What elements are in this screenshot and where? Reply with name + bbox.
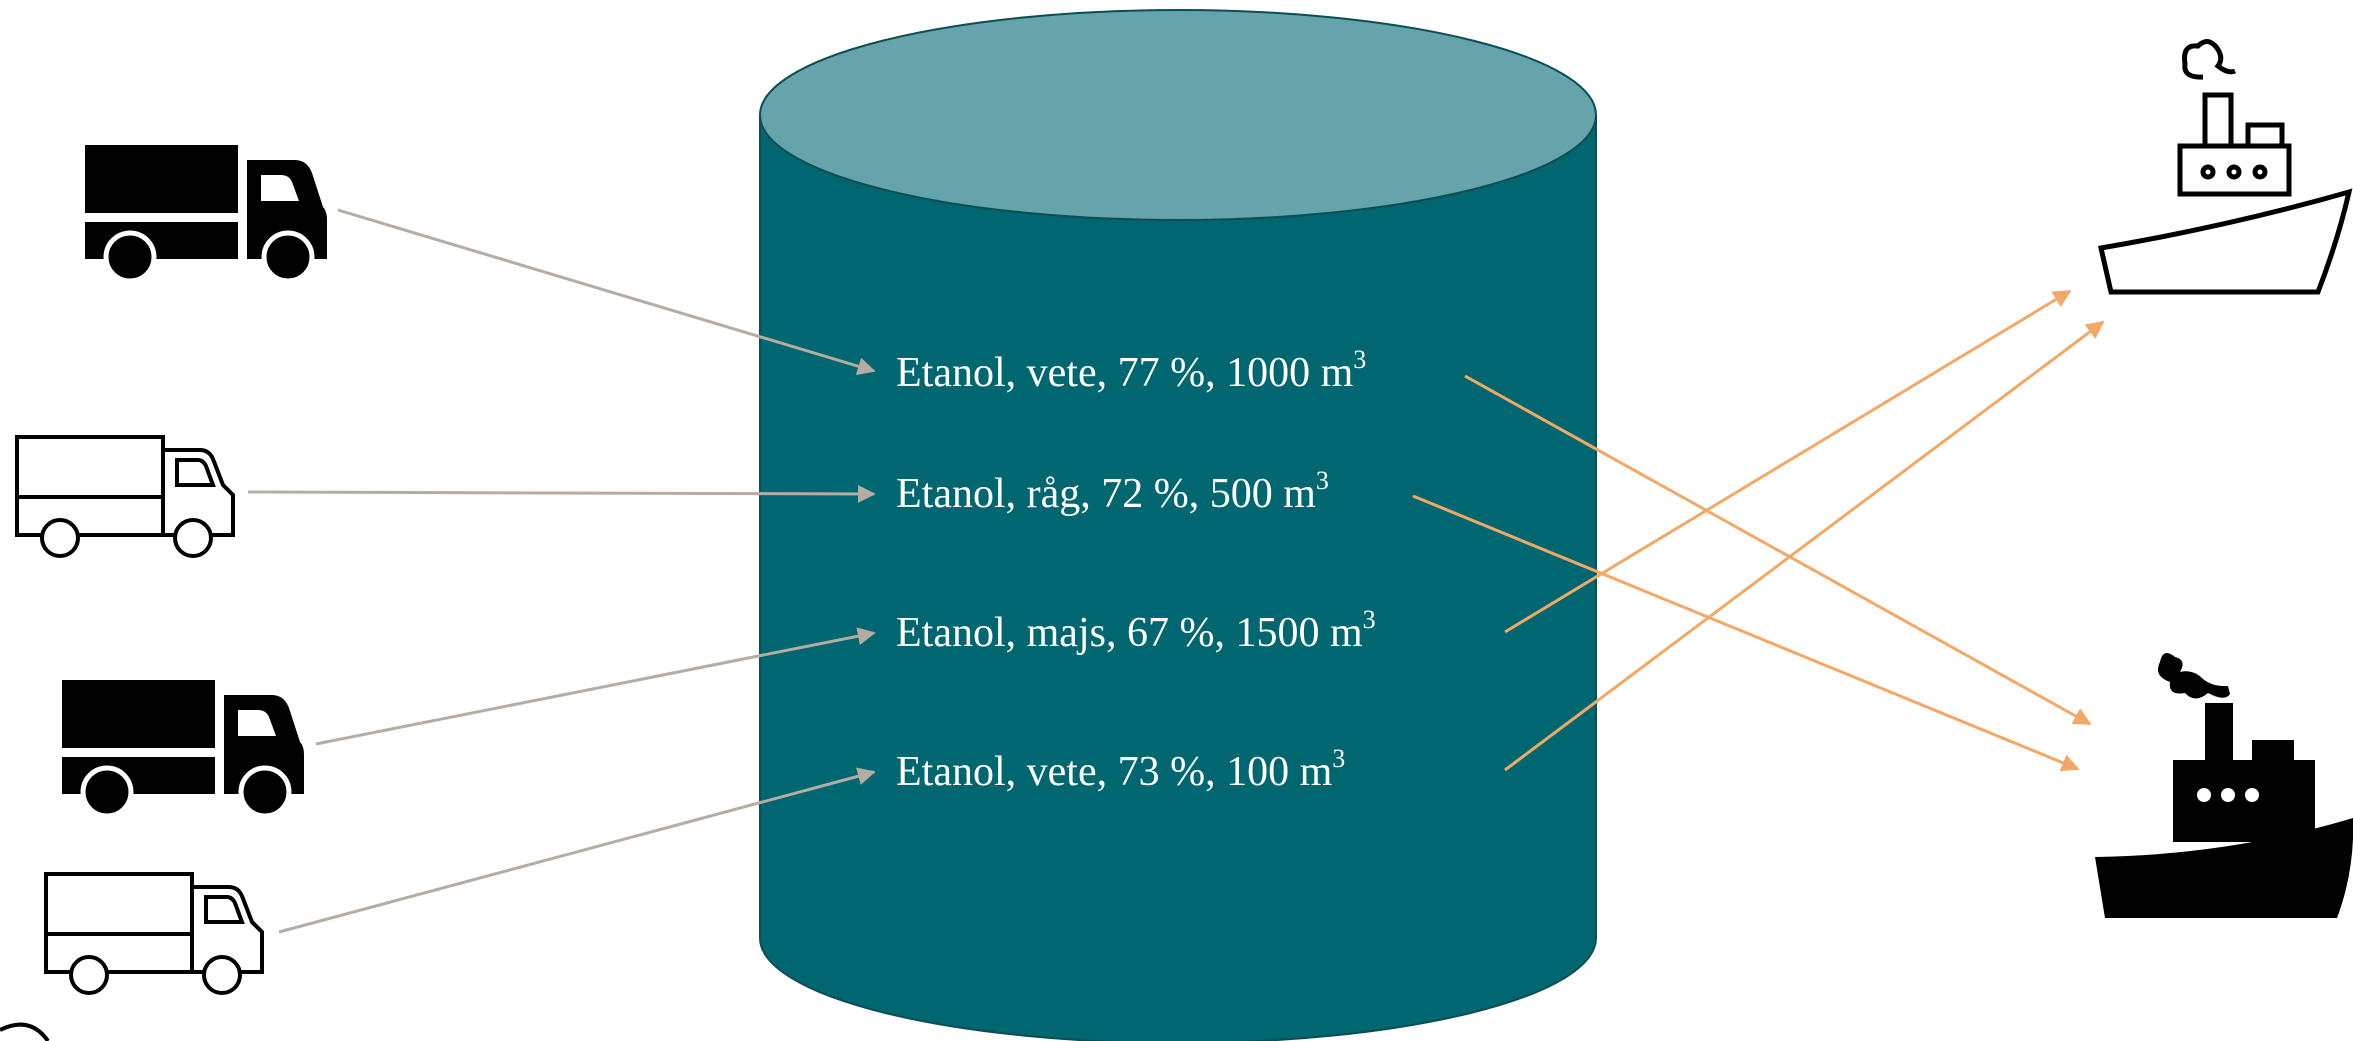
tank-content-label: Etanol, majs, 67 %, 1500 m3 <box>896 605 1376 657</box>
tank-content-label: Etanol, vete, 73 %, 100 m3 <box>896 744 1345 796</box>
truck-filled-icon <box>85 145 327 284</box>
label-text: Etanol, majs, 67 %, 1500 m <box>896 610 1363 656</box>
inflow-arrow <box>337 208 876 375</box>
tank-content-label: Etanol, vete, 77 %, 1000 m3 <box>896 345 1366 397</box>
label-superscript: 3 <box>1332 744 1346 773</box>
outflow-arrow <box>1504 320 2105 772</box>
label-text: Etanol, vete, 73 %, 100 m <box>896 749 1333 795</box>
inflow-arrow <box>278 767 876 934</box>
label-text: Etanol, vete, 77 %, 1000 m <box>896 350 1354 396</box>
tank-content-label: Etanol, råg, 72 %, 500 m3 <box>896 466 1329 518</box>
truck-filled-icon <box>62 680 304 819</box>
tank-body <box>759 114 1597 1041</box>
storage-tank <box>759 9 1597 1041</box>
outflow-arrow <box>1412 494 2080 772</box>
label-superscript: 3 <box>1353 345 1367 374</box>
inflow-arrows <box>247 208 876 934</box>
partial-circle-icon <box>0 1022 50 1041</box>
label-superscript: 3 <box>1362 605 1376 634</box>
ship-outline-icon <box>2097 39 2353 295</box>
label-text: Etanol, råg, 72 %, 500 m <box>896 471 1316 517</box>
outflow-arrows <box>1412 289 2105 772</box>
inflow-arrow <box>247 484 876 503</box>
truck-outline-icon <box>44 872 264 995</box>
outflow-arrow <box>1504 289 2072 634</box>
tank-top <box>759 9 1597 221</box>
label-superscript: 3 <box>1315 466 1329 495</box>
ship-filled-icon <box>2095 653 2353 918</box>
outflow-arrow <box>1464 374 2092 726</box>
truck-outline-icon <box>15 435 235 558</box>
inflow-arrow <box>315 627 876 746</box>
